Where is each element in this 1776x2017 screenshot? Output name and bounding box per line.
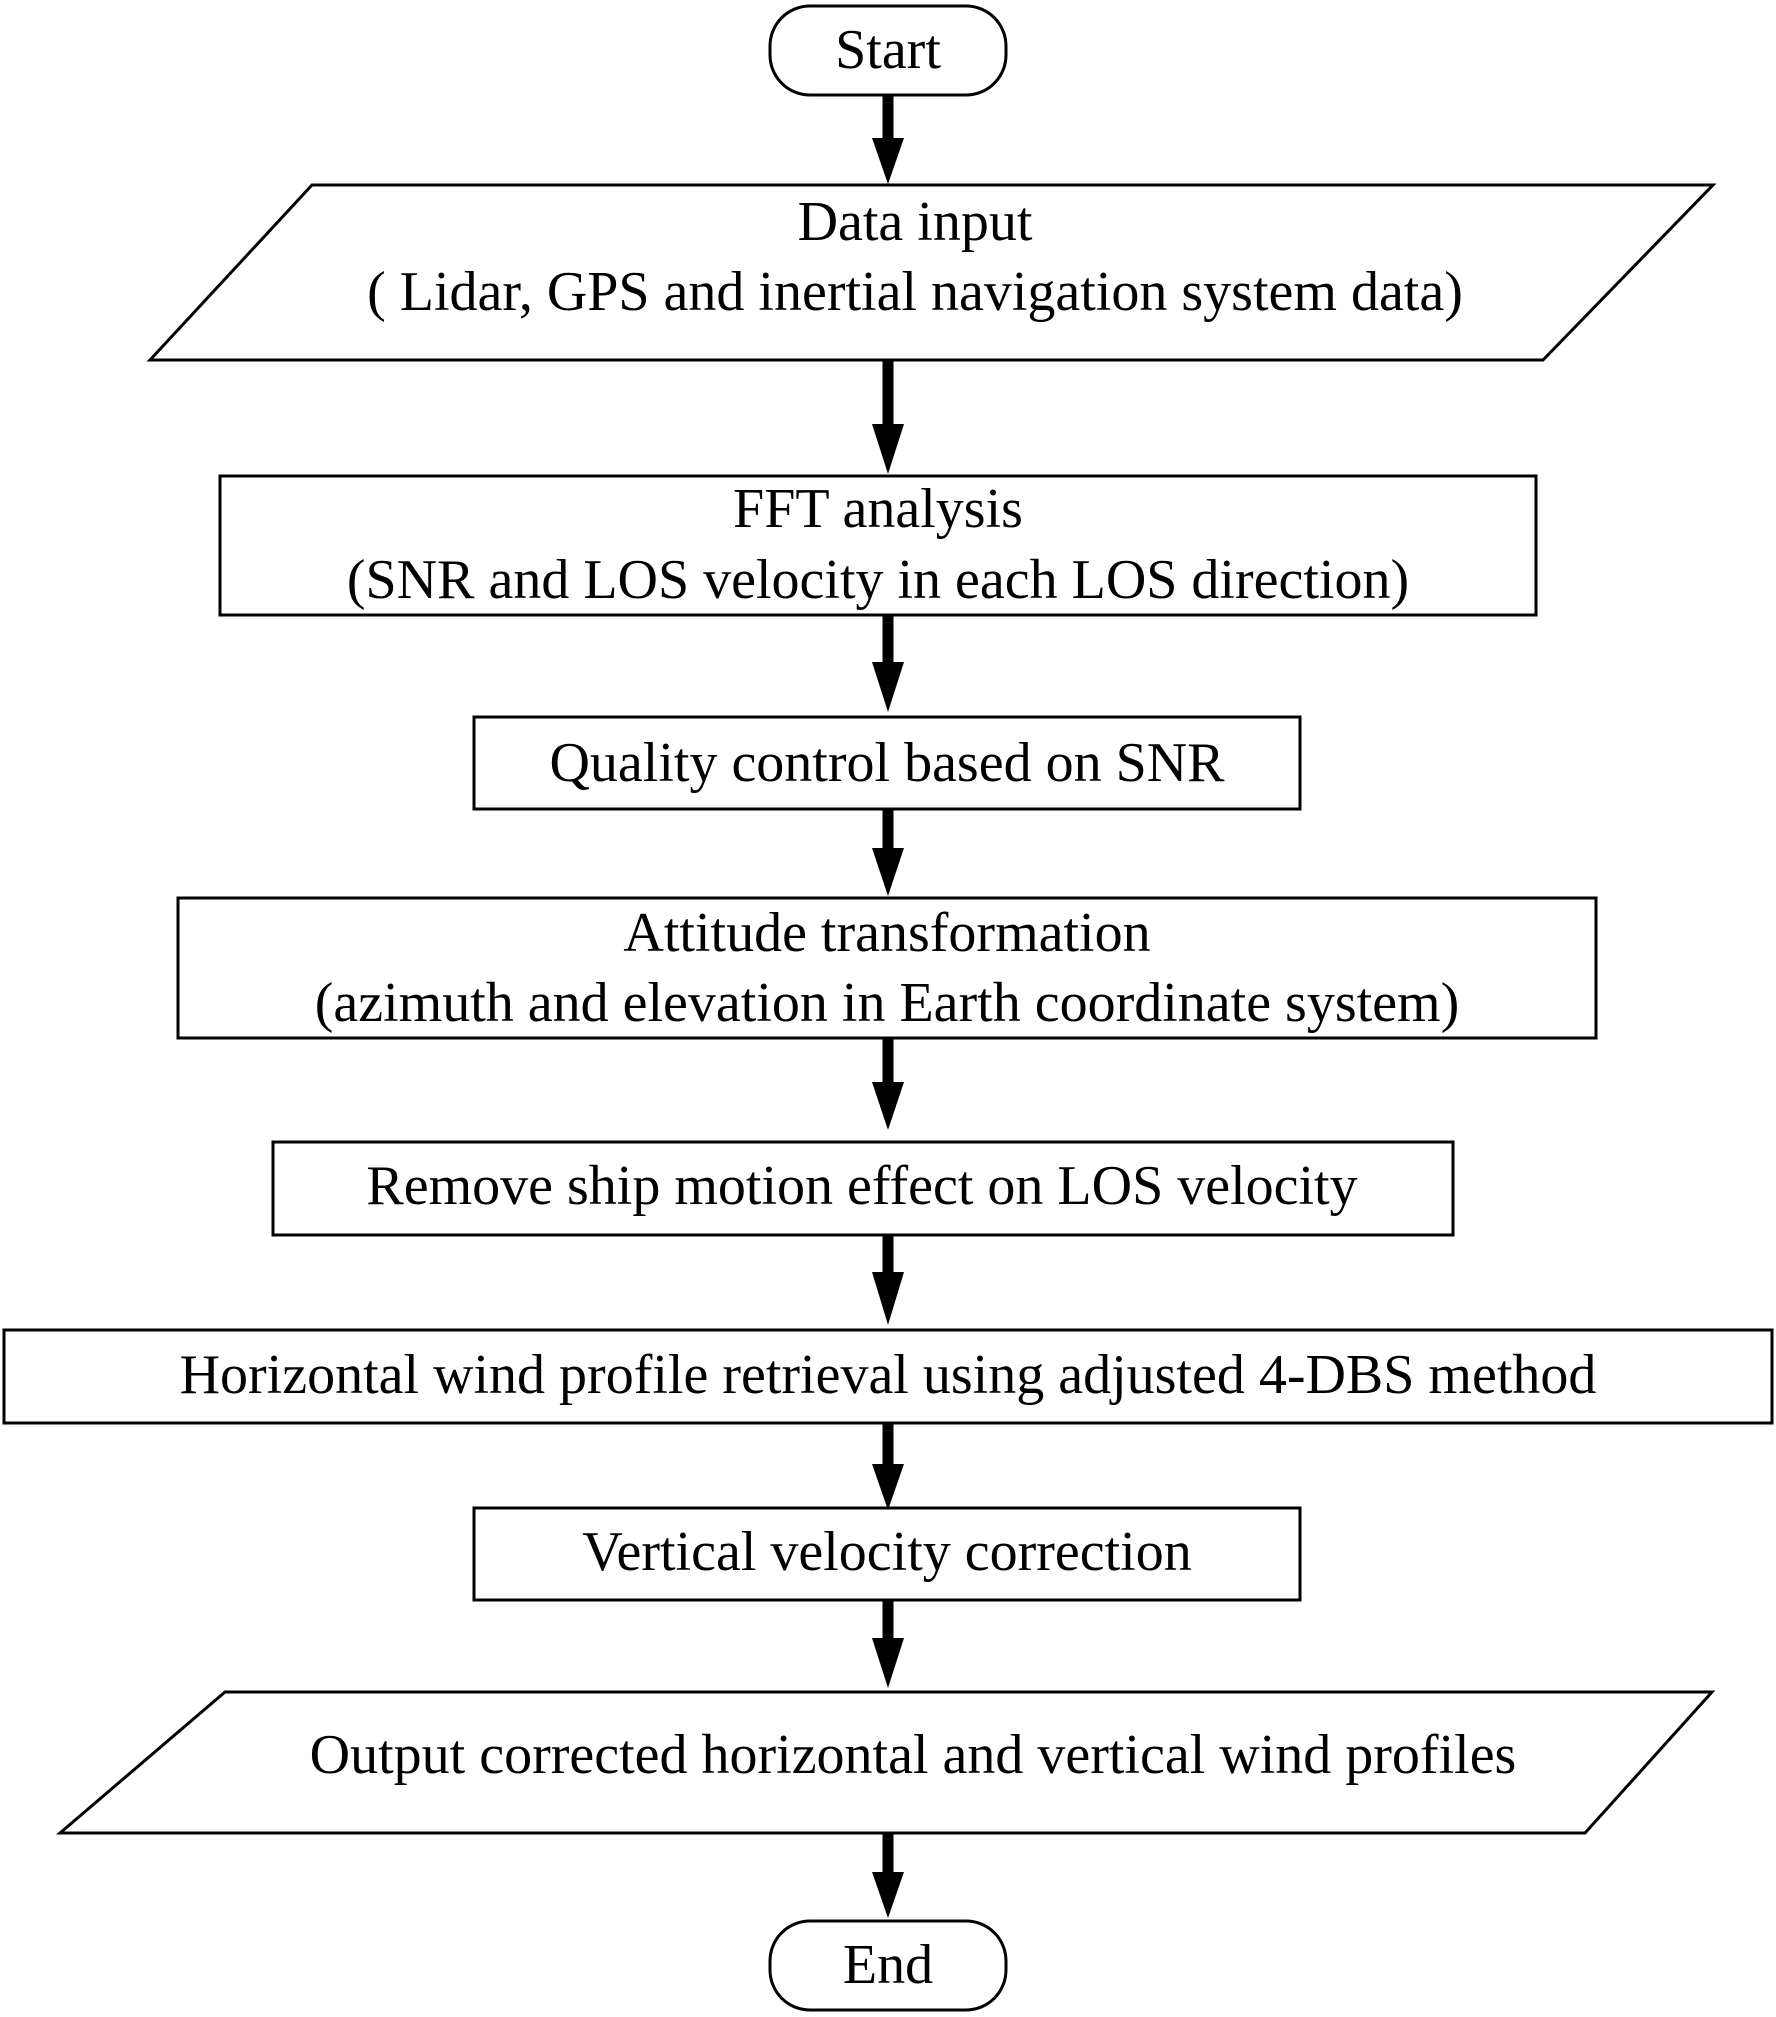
start-node: Start [768,4,1008,97]
fft-analysis-title: FFT analysis [733,478,1023,540]
quality-control-node: Quality control based on SNR [472,715,1302,811]
end-node: End [768,1919,1008,2012]
data-input-title: Data input [798,191,1033,253]
attitude-transformation-title: Attitude transformation [623,902,1150,964]
arrow-vertical-to-output [872,1600,904,1688]
output-node: Output corrected horizontal and vertical… [55,1690,1716,1835]
vertical-velocity-correction-label: Vertical velocity correction [582,1521,1192,1583]
attitude-transformation-node: Attitude transformation (azimuth and ele… [176,896,1598,1040]
arrow-attitude-to-remove [872,1038,904,1130]
arrow-start-to-data-input [872,95,904,184]
arrow-quality-to-attitude [872,809,904,896]
horizontal-wind-retrieval-label: Horizontal wind profile retrieval using … [180,1344,1597,1406]
quality-control-label: Quality control based on SNR [549,732,1225,794]
arrow-horizontal-to-vertical [872,1423,904,1510]
attitude-transformation-detail: (azimuth and elevation in Earth coordina… [315,972,1460,1034]
data-input-node: Data input ( Lidar, GPS and inertial nav… [146,183,1717,362]
start-label: Start [835,19,941,81]
fft-analysis-node: FFT analysis (SNR and LOS velocity in ea… [218,474,1538,617]
arrow-remove-to-horizontal [872,1235,904,1325]
arrow-fft-to-quality [872,615,904,712]
remove-ship-motion-node: Remove ship motion effect on LOS velocit… [271,1140,1455,1237]
fft-analysis-detail: (SNR and LOS velocity in each LOS direct… [347,549,1409,611]
vertical-velocity-correction-node: Vertical velocity correction [472,1506,1302,1602]
arrow-data-input-to-fft [872,360,904,474]
horizontal-wind-retrieval-node: Horizontal wind profile retrieval using … [2,1328,1774,1425]
output-label: Output corrected horizontal and vertical… [310,1724,1517,1786]
data-input-detail: ( Lidar, GPS and inertial navigation sys… [367,261,1463,323]
remove-ship-motion-label: Remove ship motion effect on LOS velocit… [366,1155,1357,1217]
end-label: End [843,1934,933,1996]
arrow-output-to-end [872,1833,904,1918]
